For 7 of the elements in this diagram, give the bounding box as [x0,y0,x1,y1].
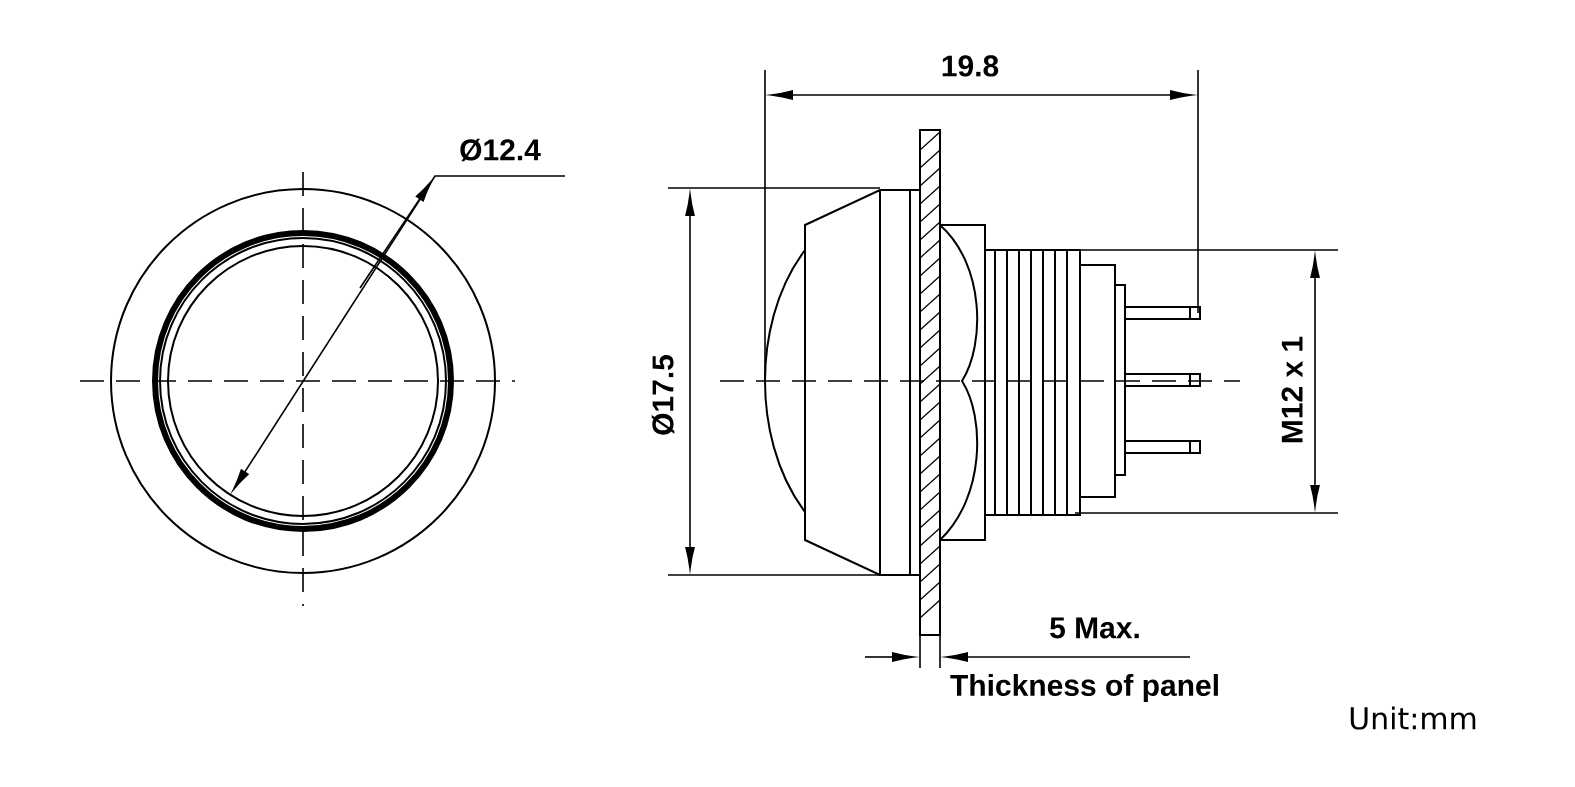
dimension-label: Ø17.5 [651,355,675,435]
dimension-label: 5 Max. [1050,617,1139,639]
dimension-label: Ø12.4 [460,138,541,162]
unit-note: Unit:mm [1350,706,1476,730]
dimension-label: 19.8 [942,55,999,77]
note-label: Thickness of panel [950,674,1218,702]
dimension-label: M12 x 1 [1281,336,1303,443]
